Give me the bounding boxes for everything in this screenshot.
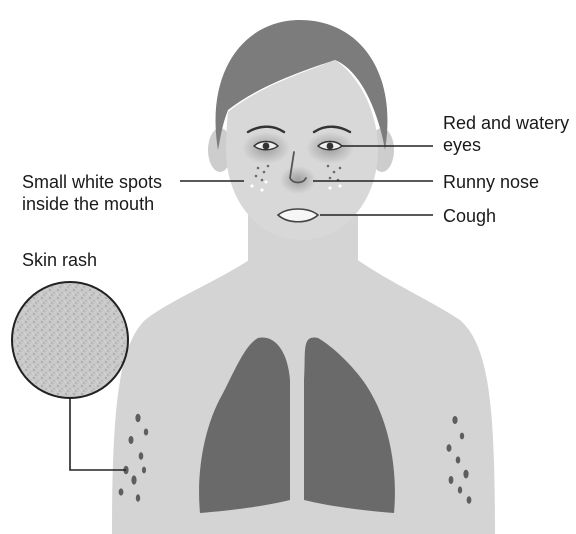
skin-rash-inset: [12, 282, 128, 398]
left-pupil: [263, 143, 270, 150]
right-pupil: [327, 143, 334, 150]
mouth: [278, 209, 318, 222]
label-red-watery-eyes: Red and watery eyes: [443, 112, 569, 156]
torso: [112, 240, 495, 534]
label-white-spots: Small white spots inside the mouth: [22, 171, 162, 215]
label-skin-rash: Skin rash: [22, 249, 97, 271]
label-cough: Cough: [443, 205, 496, 227]
label-runny-nose: Runny nose: [443, 171, 539, 193]
nose-redness: [280, 166, 316, 194]
